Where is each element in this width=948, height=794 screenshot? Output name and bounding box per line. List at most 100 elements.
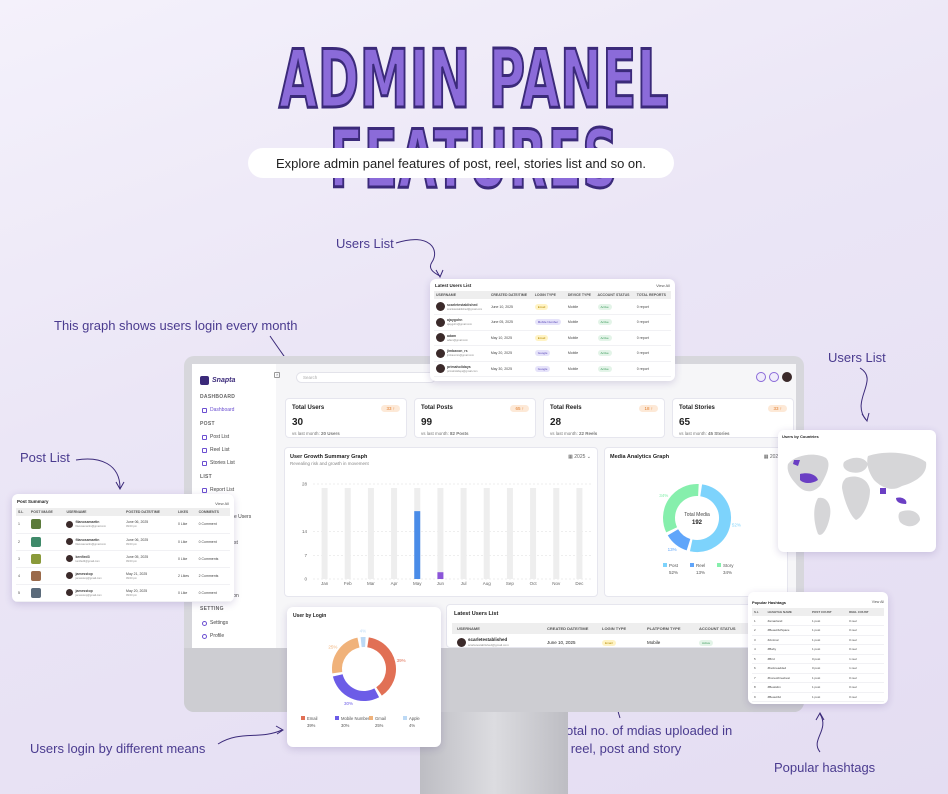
view-all-link[interactable]: View All [215,501,229,506]
table-row[interactable]: 1 #amaziand 1 post 0 reel [752,616,884,626]
legend-value: 30% [341,723,350,728]
sidebar-item-settings[interactable]: Settings [202,620,228,626]
table-row[interactable]: 9 #Beautiful 1 post 0 reel [752,692,884,702]
legend-value: 25% [375,723,384,728]
post-summary-title: Post Summary [17,499,49,504]
login-cell: Google [532,345,566,362]
table-row[interactable]: 8 #Beatslim 1 post 0 reel [752,682,884,693]
created-date: June 10, 2025 [547,639,576,645]
search-input[interactable]: Search [296,372,436,383]
table-row[interactable]: 4 #Baby 1 post 0 reel [752,644,884,655]
device-type: Mobile [565,361,596,377]
likes: 0 Like [175,584,197,602]
serial: 6 [752,663,766,674]
bar-jun[interactable] [437,572,444,579]
sidebar-item-st[interactable]: st [234,540,238,546]
bar-track [506,488,513,579]
logo-icon [200,376,209,385]
stat-compare-value: 45 Stories [708,431,730,436]
sidebar-item-report-list[interactable]: Report List [202,487,234,493]
column-header: LIKES [175,508,197,516]
post-image-cell [28,567,65,585]
post-thumbnail[interactable] [30,519,41,530]
serial: 9 [752,692,766,702]
media-year-selector[interactable]: ▦ 2025 [764,454,781,460]
sidebar-item-profile[interactable]: Profile [202,633,224,639]
table-row[interactable]: 6 #beforeadded 0 post 1 reel [752,663,884,674]
bar-track [321,488,328,579]
view-all-link[interactable]: View All [656,283,670,288]
sidebar-item-dashboard[interactable]: Dashboard [202,407,234,413]
legend-swatch [663,563,667,567]
slice-reel[interactable] [667,528,691,551]
bar-may[interactable] [414,511,421,579]
bar-track [553,488,560,579]
status-cell: Active [595,314,635,331]
bar-track [437,488,444,579]
login-cell: Email [532,330,566,346]
avatar[interactable] [782,372,792,382]
legend-value: 4% [409,723,415,728]
notification-bell-icon[interactable] [769,372,779,382]
donut-center-label: Total Media [684,512,710,518]
login-cell: Mobile Number [532,314,566,331]
table-row[interactable]: 5 #Bird 0 post 1 reel [752,654,884,664]
column-header: POST COUNT [810,608,848,616]
reel-count: 1 reel [847,663,884,674]
hashtag-name: #beforeadded [765,663,810,674]
calendar-icon: ▦ [568,454,575,460]
view-all-link[interactable]: View All [871,600,884,604]
post-thumbnail[interactable] [30,553,41,564]
serial: 3 [752,635,766,645]
table-row[interactable]: 7 #bonesthreebest 1 post 0 reel [752,673,884,683]
post-thumbnail[interactable] [30,587,41,598]
collapse-sidebar-icon[interactable]: › [274,372,280,378]
post-thumbnail[interactable] [30,536,41,547]
device-type: Mobile [565,299,596,315]
posted-time: 09:00 pm [126,576,137,580]
slice-story[interactable] [663,484,699,533]
settings-icon[interactable] [756,372,766,382]
sidebar-item-reel-list[interactable]: Reel List [202,447,229,453]
post-thumbnail[interactable] [30,570,41,581]
serial: 7 [752,673,766,683]
year-selector[interactable]: ▦ 2025 ⌄ [568,454,591,460]
table-row[interactable]: 3 #Animal 1 post 0 reel [752,635,884,645]
year-selector-label: 2025 [769,454,781,460]
sidebar-item-users[interactable]: e Users [234,514,251,520]
table-row[interactable]: 2 #BeautifulSpace 1 post 0 reel [752,625,884,636]
bar-track [483,488,490,579]
slice-email[interactable] [366,637,396,696]
slice-gmail[interactable] [332,637,360,674]
monitor-bezel [184,648,804,712]
slice-post[interactable] [689,484,731,552]
email: adam@gmail.com [447,338,468,342]
annotation-media-total: Shows total no. of mdias uploaded in ree… [519,723,733,756]
sidebar-item-stories-list[interactable]: Stories List [202,460,235,466]
sidebar-item-post-list[interactable]: Post List [202,434,229,440]
sidebar-item-label: st [234,540,238,546]
slice-mobile-number[interactable] [332,673,380,701]
x-tick-label: Mar [367,581,375,586]
username: adam [447,333,457,338]
